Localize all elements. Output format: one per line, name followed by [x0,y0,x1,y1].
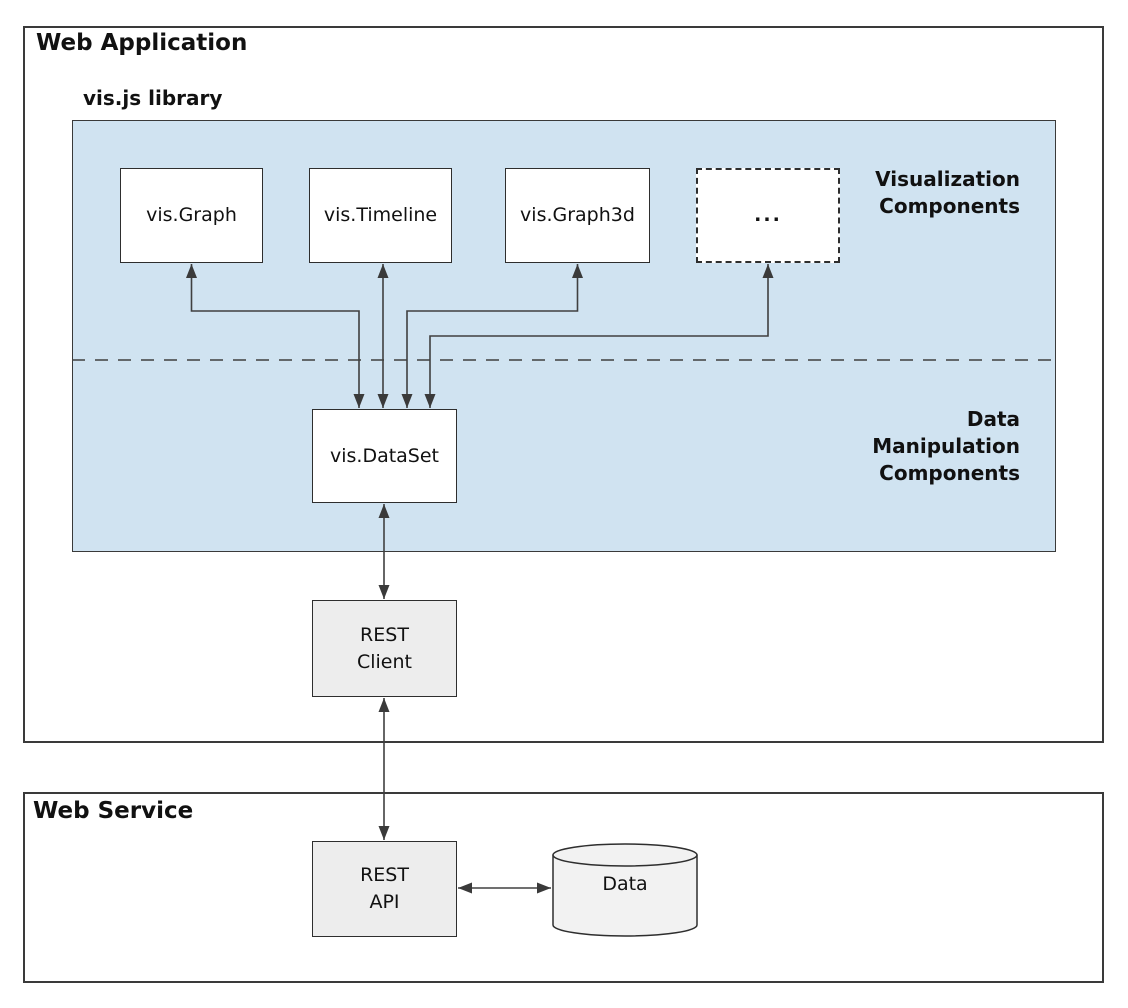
web-service-title: Web Service [33,798,194,824]
node-rest-client-label: REST Client [356,623,412,673]
node-rest-api-label: REST API [360,864,409,913]
node-more-components: ... [696,168,840,263]
node-more-components-label: ... [754,204,782,226]
database-cylinder-icon [552,843,698,937]
visualization-components-label: Visualization Components [875,167,1020,218]
node-vis-dataset-label: vis.DataSet [329,444,440,467]
node-rest-api: REST API [312,841,457,937]
node-vis-graph3d-label: vis.Graph3d [520,204,635,226]
node-rest-client: REST Client [312,600,457,697]
node-data-store: Data [552,843,698,937]
node-vis-timeline: vis.Timeline [309,168,452,263]
node-data-store-label: Data [602,873,648,895]
node-vis-graph: vis.Graph [120,168,263,263]
node-vis-graph3d: vis.Graph3d [505,168,650,263]
node-vis-timeline-label: vis.Timeline [323,204,438,226]
visjs-library-label: vis.js library [83,86,223,110]
node-vis-graph-label: vis.Graph [146,204,237,226]
node-vis-dataset: vis.DataSet [312,409,457,503]
data-manipulation-components-label: Data Manipulation Components [872,407,1020,485]
web-application-title: Web Application [36,30,248,56]
